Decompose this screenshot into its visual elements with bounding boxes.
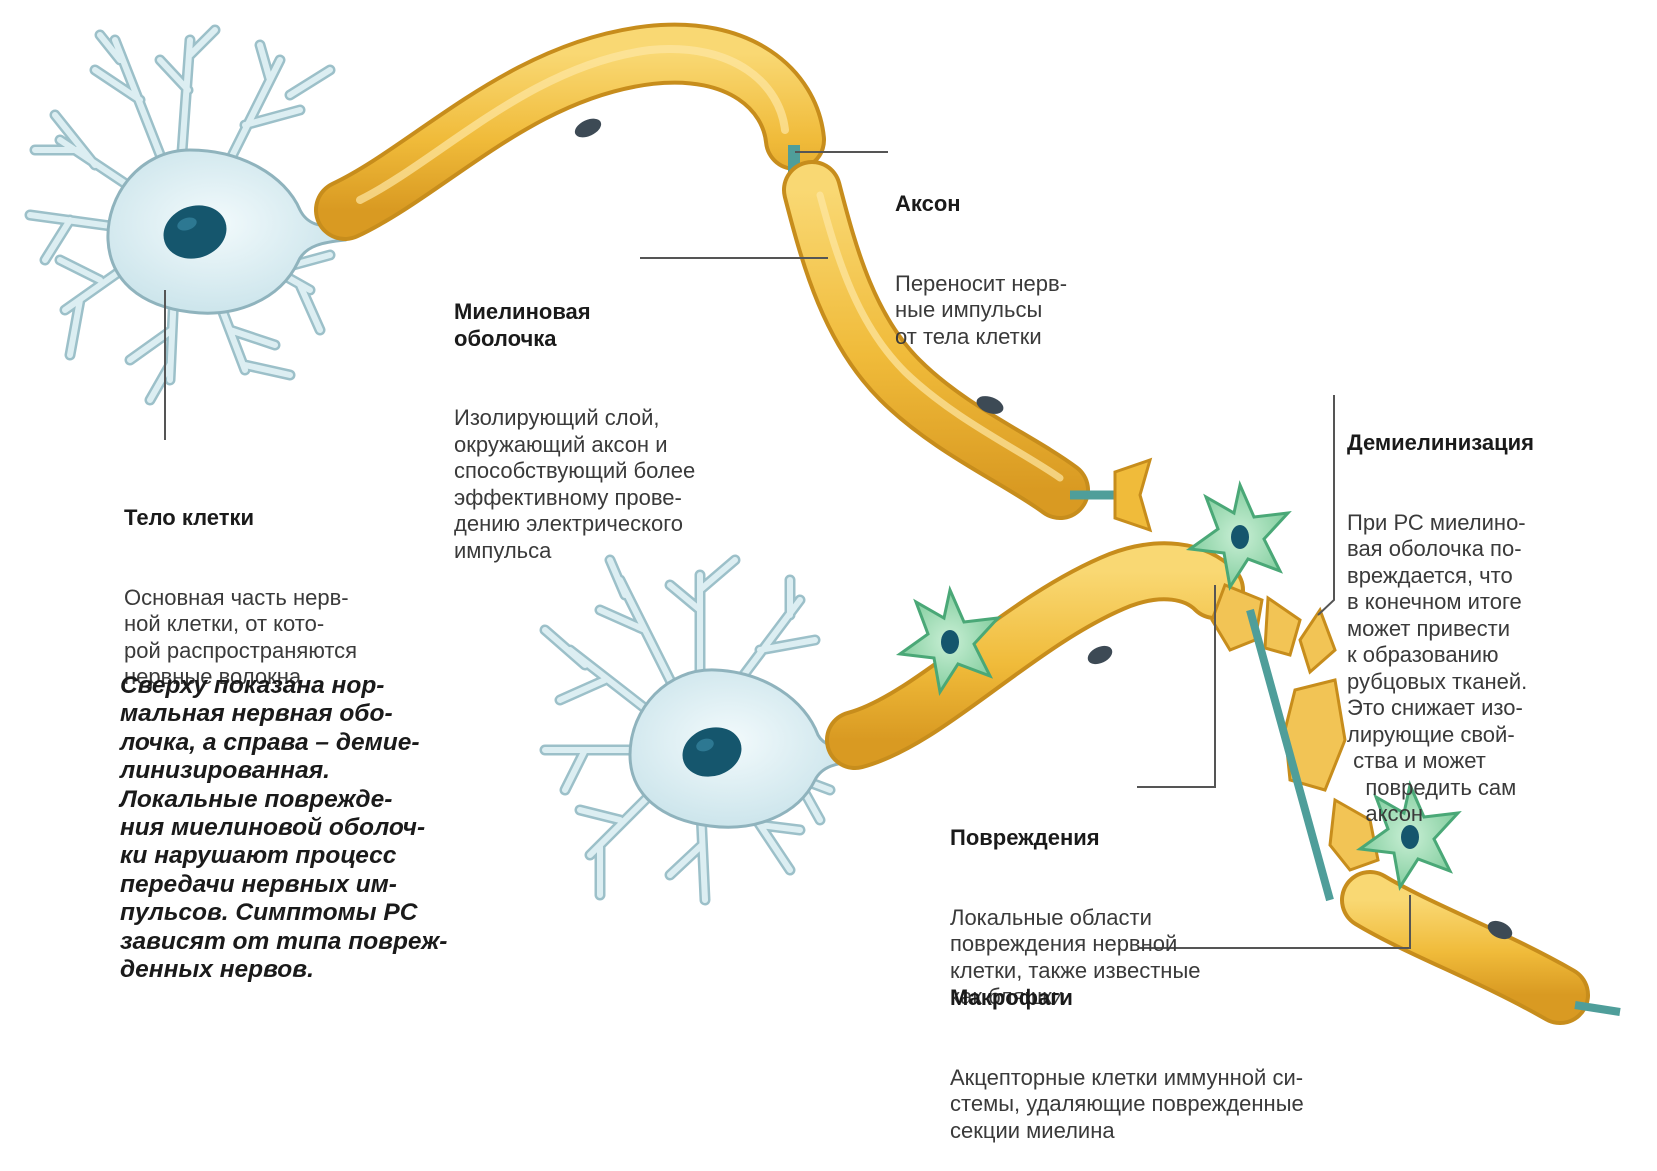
myelin-sheath-description: Изолирующий слой, окружающий аксон и спо… bbox=[454, 405, 695, 564]
macrophages-description: Акцепторные клетки иммунной си- стемы, у… bbox=[950, 1065, 1304, 1145]
diagram-caption: Сверху показана нор- мальная нервная обо… bbox=[120, 672, 447, 984]
cell-body-title: Тело клетки bbox=[124, 505, 357, 532]
lesions-title: Повреждения bbox=[950, 825, 1201, 852]
normal-neuron bbox=[30, 30, 345, 400]
macrophages-label: Макрофаги Акцепторные клетки иммунной си… bbox=[950, 932, 1304, 1171]
schwann-nucleus bbox=[572, 115, 604, 141]
axon-description: Переносит нерв- ные импульсы от тела кле… bbox=[895, 271, 1067, 351]
demyelinated-neuron bbox=[545, 560, 852, 900]
demyelination-title: Демиелинизация bbox=[1347, 430, 1534, 457]
axon-terminal-top bbox=[1115, 460, 1150, 530]
macrophages-title: Макрофаги bbox=[950, 985, 1304, 1012]
myelin-sheath-title: Миелиновая оболочка bbox=[454, 299, 695, 352]
demyelination-description: При РС миелино- вая оболочка по- вреждае… bbox=[1347, 510, 1534, 828]
myelin-sheath-label: Миелиновая оболочка Изолирующий слой, ок… bbox=[454, 246, 695, 591]
demyelination-label: Демиелинизация При РС миелино- вая оболо… bbox=[1347, 377, 1534, 854]
axon-title: Аксон bbox=[895, 191, 1067, 218]
axon-label: Аксон Переносит нерв- ные импульсы от те… bbox=[895, 138, 1067, 377]
